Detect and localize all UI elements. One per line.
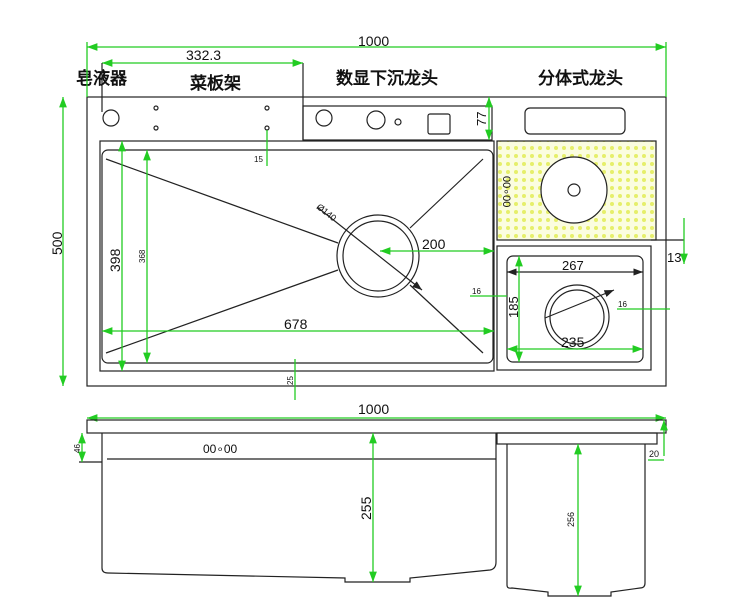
dim-drain-diameter: Ø140 [315, 202, 339, 223]
dim-rim-15: 15 [254, 155, 263, 164]
dim-front-rim: 25 [286, 376, 295, 385]
dim-small-depth: 256 [566, 512, 576, 527]
faucet-hole [315, 109, 333, 127]
dim-main-outer-height: 398 [107, 248, 123, 272]
dim-gap-left: 16 [472, 287, 481, 296]
dim-small-height: 185 [506, 296, 521, 318]
top-view: Ø140 00∘00 1000 332.3 500 77 15 398 368 … [49, 33, 688, 400]
dim-main-width: 678 [284, 316, 308, 332]
dim-width-top: 1000 [358, 33, 389, 49]
dim-flange-20: 20 [649, 449, 659, 459]
dim-rack-width: 332.3 [186, 47, 221, 63]
dim-gap-right: 16 [618, 300, 627, 309]
label-board-rack: 菜板架 [189, 73, 241, 94]
dim-main-depth: 255 [358, 496, 374, 520]
dim-flange-46: 46 [73, 444, 82, 453]
dim-drain-offset: 200 [422, 236, 446, 252]
dim-small-inner-width: 235 [561, 334, 585, 350]
dim-small-width: 267 [562, 258, 584, 273]
label-digital-faucet: 数显下沉龙头 [336, 68, 438, 89]
display-glyph-side: 00∘00 [203, 442, 238, 456]
dim-panel-depth: 77 [474, 112, 489, 126]
soap-dispenser-hole [102, 109, 120, 127]
side-view: 1000 00∘00 46 255 256 20 [73, 401, 668, 597]
display-button [427, 113, 451, 135]
split-faucet-slot [524, 107, 626, 135]
dim-step-13: 13 [667, 250, 681, 265]
main-drain [336, 214, 420, 298]
label-split-faucet: 分体式龙头 [538, 68, 623, 89]
display-glyph-top: 00∘00 [500, 176, 512, 207]
dim-main-inner-height: 368 [138, 249, 147, 263]
dim-height-top: 500 [49, 231, 65, 255]
dim-width-side: 1000 [358, 401, 389, 417]
